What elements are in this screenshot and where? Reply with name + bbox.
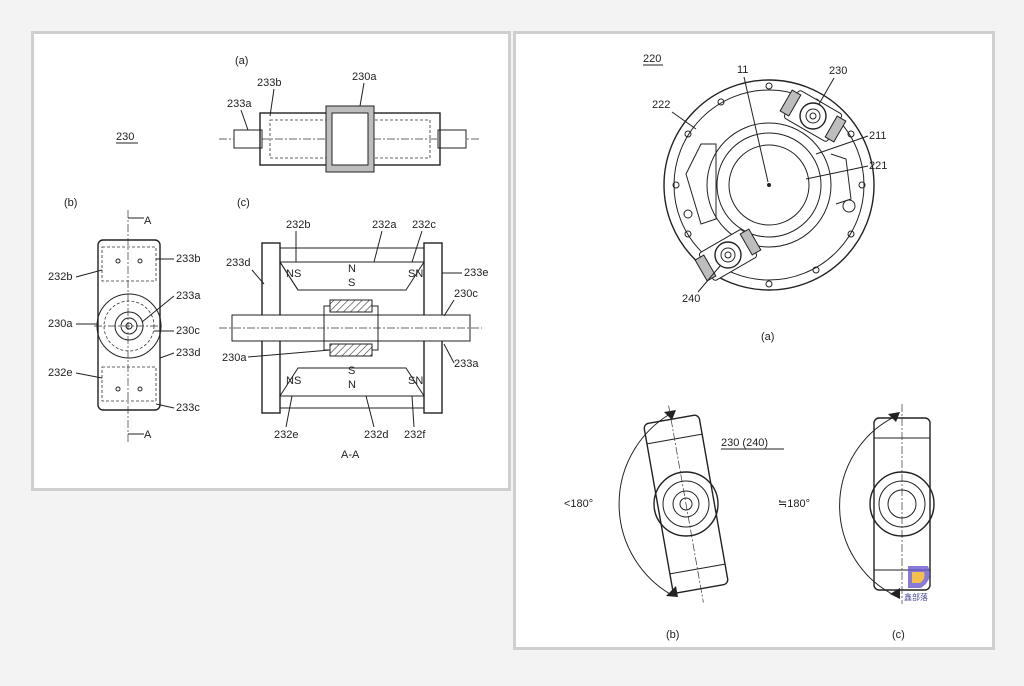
label-11: 11 bbox=[737, 64, 748, 76]
pole-s-top: S bbox=[348, 277, 355, 289]
label-233a-c: 233a bbox=[454, 358, 479, 370]
section-mark-bottom: A bbox=[144, 429, 152, 441]
view-b-actuator-tilted bbox=[618, 405, 729, 603]
actuator-drawing: 230 (a) 233b 230a 233a (b) A A bbox=[48, 55, 488, 461]
view-c-section-a-a bbox=[219, 242, 482, 414]
camera-drawing: 220 bbox=[564, 53, 935, 641]
label-211: 211 bbox=[869, 130, 887, 142]
section-mark-top: A bbox=[144, 215, 152, 227]
pole-n-bottom: N bbox=[348, 379, 356, 391]
label-232a-c: 232a bbox=[372, 219, 397, 231]
label-221: 221 bbox=[869, 160, 887, 172]
sub-label-c-right: (c) bbox=[892, 629, 905, 641]
angle-label-c: ≒180° bbox=[778, 498, 810, 510]
sub-label-a: (a) bbox=[235, 55, 248, 67]
sub-label-b-right: (b) bbox=[666, 629, 679, 641]
figure-panel-actuator-230: 230 (a) 233b 230a 233a (b) A A bbox=[31, 31, 511, 491]
label-222: 222 bbox=[652, 99, 670, 111]
label-230c-b: 230c bbox=[176, 325, 200, 337]
view-a-actuator-side bbox=[219, 105, 479, 173]
label-232f-c: 232f bbox=[404, 429, 426, 441]
pole-ns-top-left: NS bbox=[286, 268, 301, 280]
sub-label-c: (c) bbox=[237, 197, 250, 209]
label-233d-c: 233d bbox=[226, 257, 250, 269]
watermark-text: 鑫部落 bbox=[904, 592, 928, 602]
label-233a-b: 233a bbox=[176, 290, 201, 302]
label-233d-b: 233d bbox=[176, 347, 200, 359]
angle-label-b: <180° bbox=[564, 498, 593, 510]
pole-s-bottom: S bbox=[348, 365, 355, 377]
figure-id-230: 230 bbox=[116, 131, 134, 143]
sub-label-b: (b) bbox=[64, 197, 77, 209]
label-233a-a: 233a bbox=[227, 98, 252, 110]
label-232e-b: 232e bbox=[48, 367, 72, 379]
label-230-240: 230 (240) bbox=[721, 437, 768, 449]
view-a-camera-top bbox=[663, 79, 875, 291]
label-232b-b: 232b bbox=[48, 271, 72, 283]
label-232c-c: 232c bbox=[412, 219, 436, 231]
label-233b-a: 233b bbox=[257, 77, 281, 89]
pole-sn-bottom-right: SN bbox=[408, 375, 423, 387]
label-232b-c: 232b bbox=[286, 219, 310, 231]
label-233b-b: 233b bbox=[176, 253, 200, 265]
label-232e-c: 232e bbox=[274, 429, 298, 441]
label-230a-a: 230a bbox=[352, 71, 377, 83]
view-c-actuator-upright bbox=[839, 404, 935, 604]
watermark-logo: 鑫部落 bbox=[904, 566, 930, 602]
label-233c-b: 233c bbox=[176, 402, 200, 414]
pole-sn-top-right: SN bbox=[408, 268, 423, 280]
section-label-a-a: A-A bbox=[341, 449, 360, 461]
figure-id-220: 220 bbox=[643, 53, 661, 65]
label-230c-c: 230c bbox=[454, 288, 478, 300]
label-240: 240 bbox=[682, 293, 700, 305]
pole-n-top: N bbox=[348, 263, 356, 275]
label-233e-c: 233e bbox=[464, 267, 488, 279]
figure-panel-camera-220: 220 bbox=[513, 31, 995, 650]
label-230-a: 230 bbox=[829, 65, 847, 77]
label-232d-c: 232d bbox=[364, 429, 388, 441]
sub-label-a-right: (a) bbox=[761, 331, 774, 343]
label-230a-b: 230a bbox=[48, 318, 73, 330]
pole-ns-bottom-left: NS bbox=[286, 375, 301, 387]
view-b-actuator-front bbox=[94, 210, 164, 444]
label-230a-c: 230a bbox=[222, 352, 247, 364]
